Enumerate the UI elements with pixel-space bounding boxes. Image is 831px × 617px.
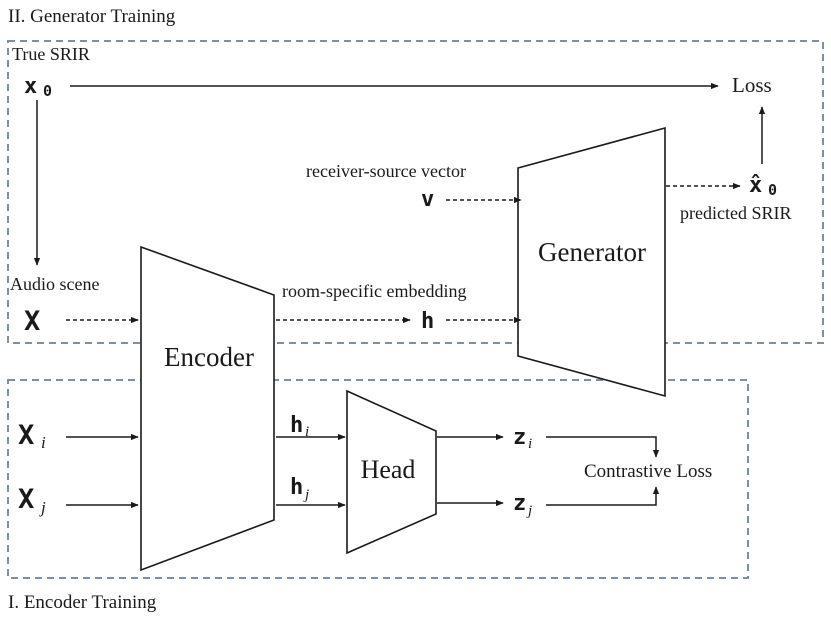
audio-scene-label: Audio scene	[10, 274, 99, 294]
head-label: Head	[361, 455, 416, 484]
X-symbol: X	[24, 306, 40, 337]
encoder-training-title: I. Encoder Training	[8, 592, 157, 613]
contrastive-loss-label: Contrastive Loss	[584, 461, 712, 482]
encoder-training-box	[7, 379, 749, 579]
Xj-symbol: X	[18, 484, 34, 515]
x0-subscript: 0	[43, 82, 52, 100]
loss-label: Loss	[732, 73, 772, 97]
encoder-label: Encoder	[164, 342, 254, 372]
zi-symbol: z	[513, 425, 526, 450]
Xi-symbol: X	[18, 420, 34, 451]
v-symbol: v	[421, 187, 434, 212]
zj-symbol: z	[513, 491, 526, 516]
zj-to-contrastive-loss-arrow	[546, 486, 660, 506]
h-symbol: h	[421, 309, 434, 334]
hj-subscript: j	[303, 487, 309, 503]
zi-to-contrastive-loss-arrow	[546, 436, 660, 458]
generator-label: Generator	[538, 237, 646, 267]
generator-training-box	[7, 40, 824, 344]
receiver-source-vector-label: receiver-source vector	[306, 161, 466, 181]
hj-symbol: h	[290, 475, 303, 500]
hi-subscript: i	[305, 424, 309, 440]
x0-hat-subscript: 0	[768, 181, 777, 199]
Xi-subscript: i	[41, 433, 46, 452]
x0-hat-symbol: x̂	[749, 173, 762, 198]
generator-training-title: II. Generator Training	[8, 6, 176, 27]
head-block	[346, 389, 437, 555]
generator-block	[517, 126, 666, 398]
true-srir-label: True SRIR	[12, 44, 90, 64]
zi-subscript: i	[528, 436, 532, 452]
x0-symbol: x	[24, 74, 37, 99]
predicted-srir-label: predicted SRIR	[680, 203, 791, 223]
hi-symbol: h	[290, 413, 303, 438]
zj-subscript: j	[526, 503, 532, 519]
Xj-subscript: j	[39, 498, 46, 517]
room-specific-embedding-label: room-specific embedding	[282, 281, 466, 301]
encoder-block	[140, 245, 275, 572]
